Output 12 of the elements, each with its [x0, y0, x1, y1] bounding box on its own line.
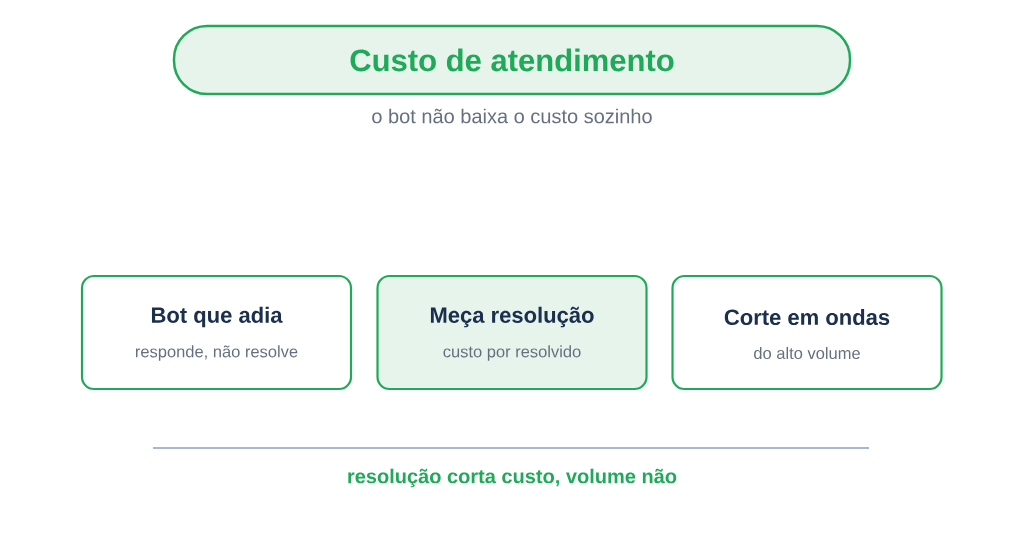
- card: [80, 274, 353, 391]
- title-banner: Custo de atendimento: [172, 24, 852, 96]
- caption: resolução corta custo, volume não: [348, 468, 677, 488]
- card-title: Corte em ondas: [724, 308, 890, 326]
- card-title: Bot que adia: [151, 306, 283, 328]
- card: [671, 274, 943, 391]
- card-title: Meça resolução: [430, 306, 594, 328]
- subtitle: o bot não baixa o custo sozinho: [372, 108, 652, 124]
- card-text: do alto volume: [754, 346, 860, 360]
- card: [376, 274, 648, 391]
- card-text: responde, não resolve: [135, 345, 298, 361]
- card-text: custo por resolvido: [443, 345, 581, 361]
